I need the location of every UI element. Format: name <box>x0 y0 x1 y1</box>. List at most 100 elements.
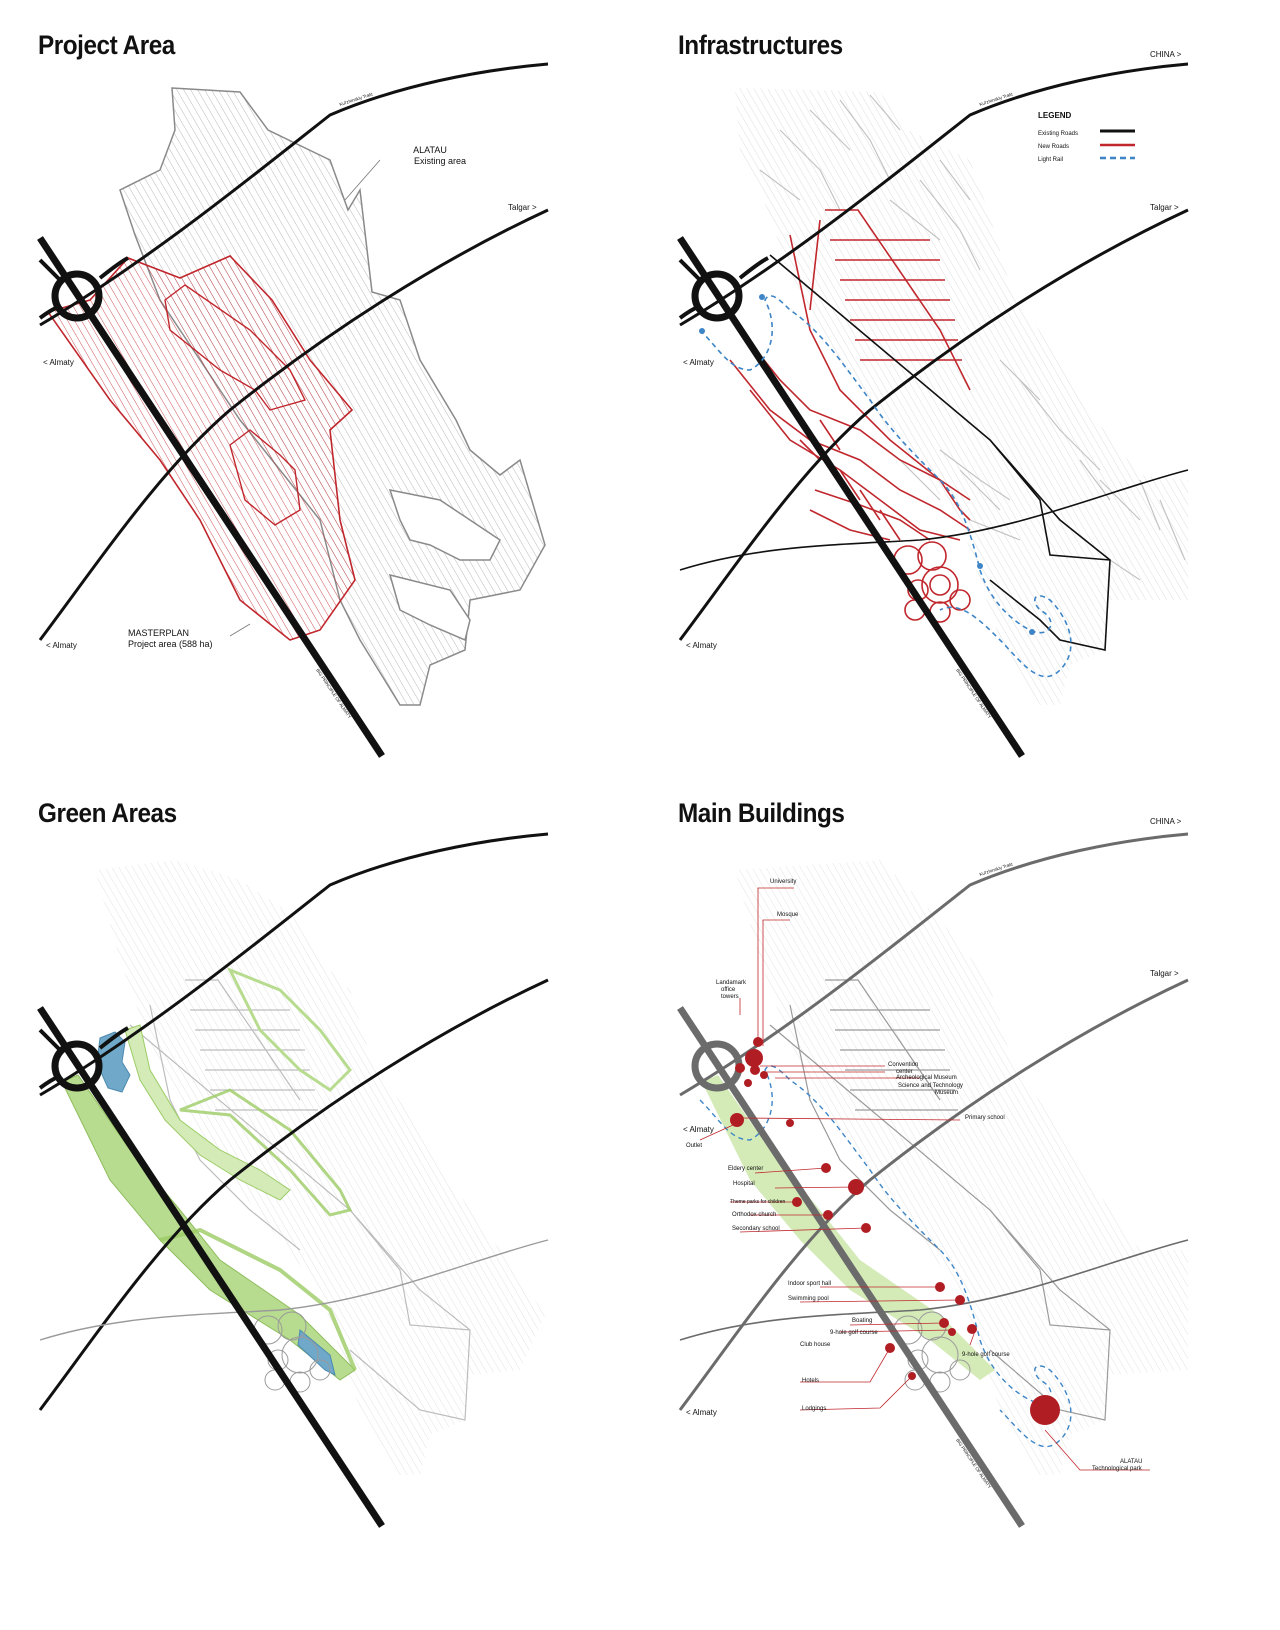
label-landmark-3: towers <box>721 994 739 1000</box>
golf-circles <box>253 1311 331 1393</box>
label-golf-course: 9-hole golf course <box>830 1330 878 1336</box>
building-markers <box>730 1037 1060 1425</box>
annotation-labels: University Mosque Landamark office tower… <box>686 879 1143 1472</box>
lower-road <box>679 1239 1189 1341</box>
lower-road <box>39 1239 549 1341</box>
green-areas-map <box>37 832 549 1528</box>
middle-road <box>678 208 1189 641</box>
panel-project-area: ALATAU Existing area Talgar > < Almaty <… <box>0 0 620 800</box>
marker-primary-school <box>786 1119 794 1127</box>
upper-road <box>679 62 1189 327</box>
legend-new-roads: New Roads <box>1038 144 1069 150</box>
label-boating: Boating <box>852 1318 872 1324</box>
label-orthodox-church: Orthodox church <box>732 1212 776 1218</box>
existing-street-grid <box>759 94 1186 581</box>
panel-green-areas: Green Areas <box>0 770 620 1570</box>
marker-archaeological <box>760 1071 768 1079</box>
rail-stop-3 <box>977 563 983 569</box>
marker-outlet <box>730 1113 744 1127</box>
label-diagonal-road: BIG PRINCIPLE OF ALMATY <box>955 1438 992 1490</box>
panel-title: Green Areas <box>38 798 177 828</box>
green-edge <box>226 967 352 1092</box>
label-swimming-pool: Swimming pool <box>788 1296 829 1302</box>
label-landmark-2: office <box>721 987 736 993</box>
masterplan-inner-1 <box>164 284 307 411</box>
existing-area-south <box>388 573 471 642</box>
water-bodies <box>97 1031 336 1376</box>
marker-science <box>744 1079 752 1087</box>
label-almaty-lower: < Almaty <box>686 641 717 650</box>
infrastructures-map: LEGEND Existing Roads New Roads Light Ra… <box>677 50 1189 758</box>
marker-convention <box>750 1065 760 1075</box>
marker-golf-course <box>967 1324 977 1334</box>
marker-lodgings <box>908 1372 916 1380</box>
existing-urban-fabric <box>735 860 1188 1475</box>
marker-orthodox-church <box>823 1210 833 1220</box>
label-landmark-1: Landamark <box>716 980 747 986</box>
label-science-2: Museum <box>935 1090 958 1096</box>
label-convention-1: Convention <box>888 1062 918 1068</box>
leader-lines <box>699 887 1150 1471</box>
main-buildings-map: University Mosque Landamark office tower… <box>677 817 1189 1528</box>
marker-theme-parks <box>792 1197 802 1207</box>
marker-secondary-school <box>861 1223 871 1233</box>
green-ring <box>179 1088 353 1217</box>
marker-university <box>753 1037 763 1047</box>
label-theme-parks: Theme parks for children <box>730 1199 786 1205</box>
leader-existing <box>344 159 381 201</box>
legend-title: LEGEND <box>1038 111 1072 120</box>
label-project-area: Project area (588 ha) <box>128 639 213 649</box>
label-almaty-lower: < Almaty <box>686 1408 717 1417</box>
legend: LEGEND Existing Roads New Roads Light Ra… <box>1038 111 1135 163</box>
label-china: CHINA > <box>1150 817 1182 826</box>
label-existing-area: Existing area <box>414 156 466 166</box>
label-diagonal-road: BIG PRINCIPLE OF ALMATY <box>955 668 992 720</box>
middle-road <box>38 208 549 641</box>
label-china: CHINA > <box>1150 50 1182 59</box>
label-almaty-upper: < Almaty <box>43 358 74 367</box>
label-diagonal-road: BIG PRINCIPLE OF ALMATY <box>315 668 352 720</box>
middle-road <box>38 978 549 1411</box>
label-archaeological: Archeological Museum <box>896 1075 957 1081</box>
label-almaty-lower: < Almaty <box>46 641 77 650</box>
label-mosque: Mosque <box>777 912 799 918</box>
rail-stop-1 <box>759 294 765 300</box>
label-outlet: Outlet <box>686 1143 702 1149</box>
masterplan-area <box>46 255 356 641</box>
label-almaty-upper: < Almaty <box>683 1125 714 1134</box>
green-park-north <box>124 1024 291 1201</box>
label-talgar: Talgar > <box>508 203 537 212</box>
marker-swimming-pool <box>955 1295 965 1305</box>
label-eldery-center: Eldery center <box>728 1166 763 1172</box>
label-university: University <box>770 879 796 885</box>
masterplan-inner-2 <box>229 429 301 526</box>
panel-title: Infrastructures <box>678 30 843 60</box>
label-hotels: Hotels <box>802 1378 819 1384</box>
marker-indoor-sport-hall <box>935 1282 945 1292</box>
legend-light-rail: Light Rail <box>1038 157 1063 163</box>
label-primary-school: Primary school <box>965 1115 1005 1121</box>
legend-existing-roads: Existing Roads <box>1038 131 1078 137</box>
upper-road <box>39 832 549 1097</box>
label-secondary-school: Secondary school <box>732 1226 780 1232</box>
project-area-map: ALATAU Existing area Talgar > < Almaty <… <box>37 62 549 758</box>
upper-road <box>679 832 1189 1097</box>
light-rail-line <box>699 1065 1072 1448</box>
label-convention-2: center <box>896 1069 913 1075</box>
new-roads <box>729 209 971 541</box>
lower-road <box>679 469 1189 571</box>
roundabout <box>678 256 769 322</box>
diagonal-highway <box>677 1006 1025 1528</box>
label-lodgings: Lodgings <box>802 1406 826 1412</box>
panel-title: Project Area <box>38 30 175 60</box>
diagonal-highway <box>37 236 385 758</box>
marker-boating <box>939 1318 949 1328</box>
label-talgar: Talgar > <box>1150 969 1179 978</box>
marker-eldery-center <box>821 1163 831 1173</box>
marker-hotels <box>885 1343 895 1353</box>
existing-area-east <box>388 489 501 561</box>
upper-road <box>39 62 549 327</box>
panel-title: Main Buildings <box>678 798 845 828</box>
label-almaty-upper: < Almaty <box>683 358 714 367</box>
label-golf-course-2: 9-hole golf course <box>962 1352 1010 1358</box>
